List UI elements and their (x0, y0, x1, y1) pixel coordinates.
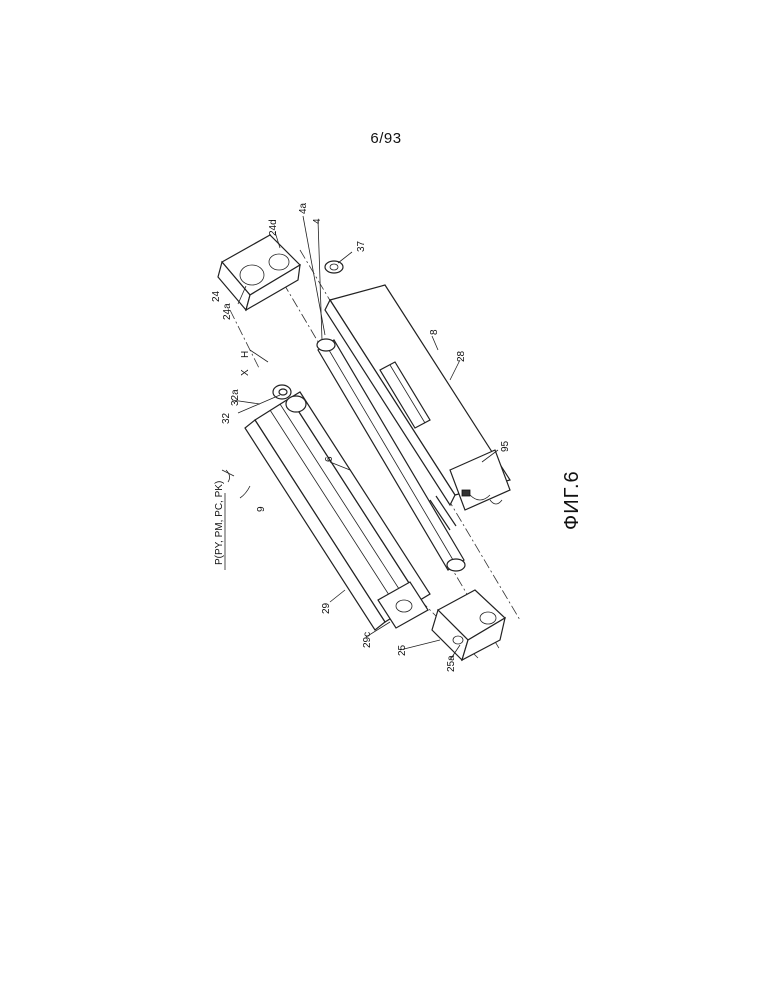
label-h: H (240, 351, 251, 358)
label-6: 6 (324, 456, 335, 462)
bracket-25 (432, 590, 505, 660)
label-28: 28 (456, 350, 467, 362)
label-4a: 4a (298, 202, 309, 214)
label-32a: 32a (230, 389, 241, 406)
label-24a: 24a (222, 303, 233, 320)
label-25a: 25a (446, 655, 457, 672)
label-32: 32 (221, 412, 232, 424)
figure-caption: ФИГ.6 (561, 470, 583, 530)
label-x: X (240, 369, 251, 376)
label-25: 25 (397, 644, 408, 656)
label-29c: 29c (362, 632, 373, 648)
label-unit-9: 9 (256, 506, 267, 512)
pin-37 (325, 261, 343, 273)
label-4: 4 (312, 218, 323, 224)
bracket-24 (218, 235, 300, 310)
label-24d: 24d (268, 219, 279, 236)
label-p-group: P(PY, PM, PC, PK) (214, 481, 225, 565)
label-24: 24 (211, 290, 222, 302)
label-37: 37 (356, 240, 367, 252)
label-29: 29 (321, 602, 332, 614)
label-95: 95 (500, 440, 511, 452)
label-8: 8 (429, 329, 440, 335)
